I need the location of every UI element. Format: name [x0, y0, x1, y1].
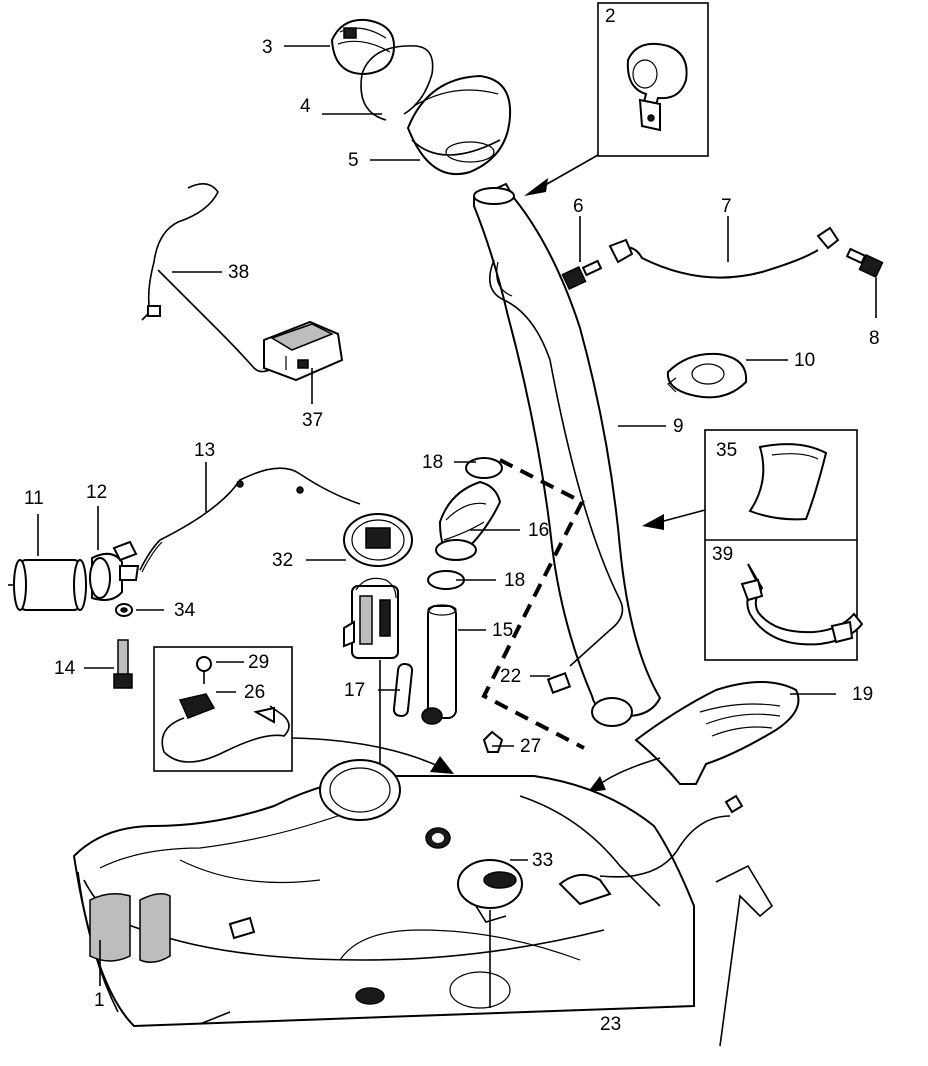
seal-ring	[360, 45, 434, 121]
inset-box-2	[597, 2, 709, 157]
washer	[115, 603, 133, 617]
callout-15: 15	[492, 620, 513, 641]
filler-boot	[406, 74, 512, 176]
callout-38: 38	[228, 262, 249, 283]
inset-arrow-26-29	[291, 737, 454, 774]
callout-7: 7	[721, 196, 732, 217]
inset-arrow-35-39	[642, 509, 706, 530]
callout-19: 19	[852, 684, 873, 705]
filler-cap	[330, 18, 396, 76]
clip	[482, 730, 504, 753]
callout-18-upper: 18	[422, 452, 443, 473]
filler-tube	[421, 604, 457, 725]
callout-32: 32	[272, 550, 293, 571]
callout-9: 9	[673, 416, 684, 437]
callout-14: 14	[54, 658, 76, 679]
callout-37: 37	[302, 410, 323, 431]
callout-27: 27	[520, 736, 541, 757]
vent-valve	[546, 672, 572, 694]
fuel-tank	[72, 759, 774, 1047]
callout-17: 17	[344, 680, 365, 701]
neck-bracket	[666, 352, 748, 399]
callout-2: 2	[605, 6, 616, 27]
callout-23: 23	[600, 1014, 621, 1035]
fuel-pump-module	[343, 577, 399, 830]
leader-lines	[37, 45, 877, 986]
ground-strap	[608, 226, 840, 279]
bolt-right	[845, 247, 884, 279]
filler-neck	[473, 182, 662, 727]
filter-bolt	[113, 639, 133, 689]
bolt-left	[561, 259, 603, 291]
callout-13: 13	[194, 440, 215, 461]
dashed-connector	[481, 458, 585, 750]
callout-26: 26	[244, 682, 265, 703]
callout-11: 11	[24, 488, 44, 509]
filler-hose	[435, 480, 502, 561]
control-module	[263, 320, 344, 382]
filter-bracket	[89, 540, 140, 601]
callout-34: 34	[174, 600, 196, 621]
fuel-line	[139, 467, 361, 573]
heat-shield-arrow	[588, 757, 661, 792]
fuel-filter	[8, 559, 87, 611]
hose-clamp-upper	[465, 457, 503, 479]
callout-labels: 1 2 3 4 5 6 7 8 9 10 11 12 13 14 15 16 1…	[24, 6, 880, 1035]
heat-shield	[634, 681, 800, 785]
callout-5: 5	[348, 150, 359, 171]
inset-box-35-39	[704, 429, 864, 661]
callout-3: 3	[262, 37, 273, 58]
callout-1: 1	[94, 990, 105, 1011]
callout-35: 35	[716, 440, 737, 461]
callout-16: 16	[528, 520, 549, 541]
callout-8: 8	[869, 328, 880, 349]
callout-18-lower: 18	[504, 570, 525, 591]
callout-33: 33	[532, 850, 553, 871]
callout-12: 12	[86, 482, 107, 503]
callout-10: 10	[794, 350, 815, 371]
inset-arrow-2	[524, 154, 599, 196]
callout-22: 22	[500, 666, 521, 687]
sender-wiring	[141, 183, 285, 373]
callout-6: 6	[573, 196, 584, 217]
inset-box-26-29	[153, 646, 293, 772]
callout-39: 39	[712, 544, 733, 565]
pump-flange	[343, 513, 413, 567]
callout-4: 4	[300, 96, 311, 117]
callout-29: 29	[248, 652, 269, 673]
